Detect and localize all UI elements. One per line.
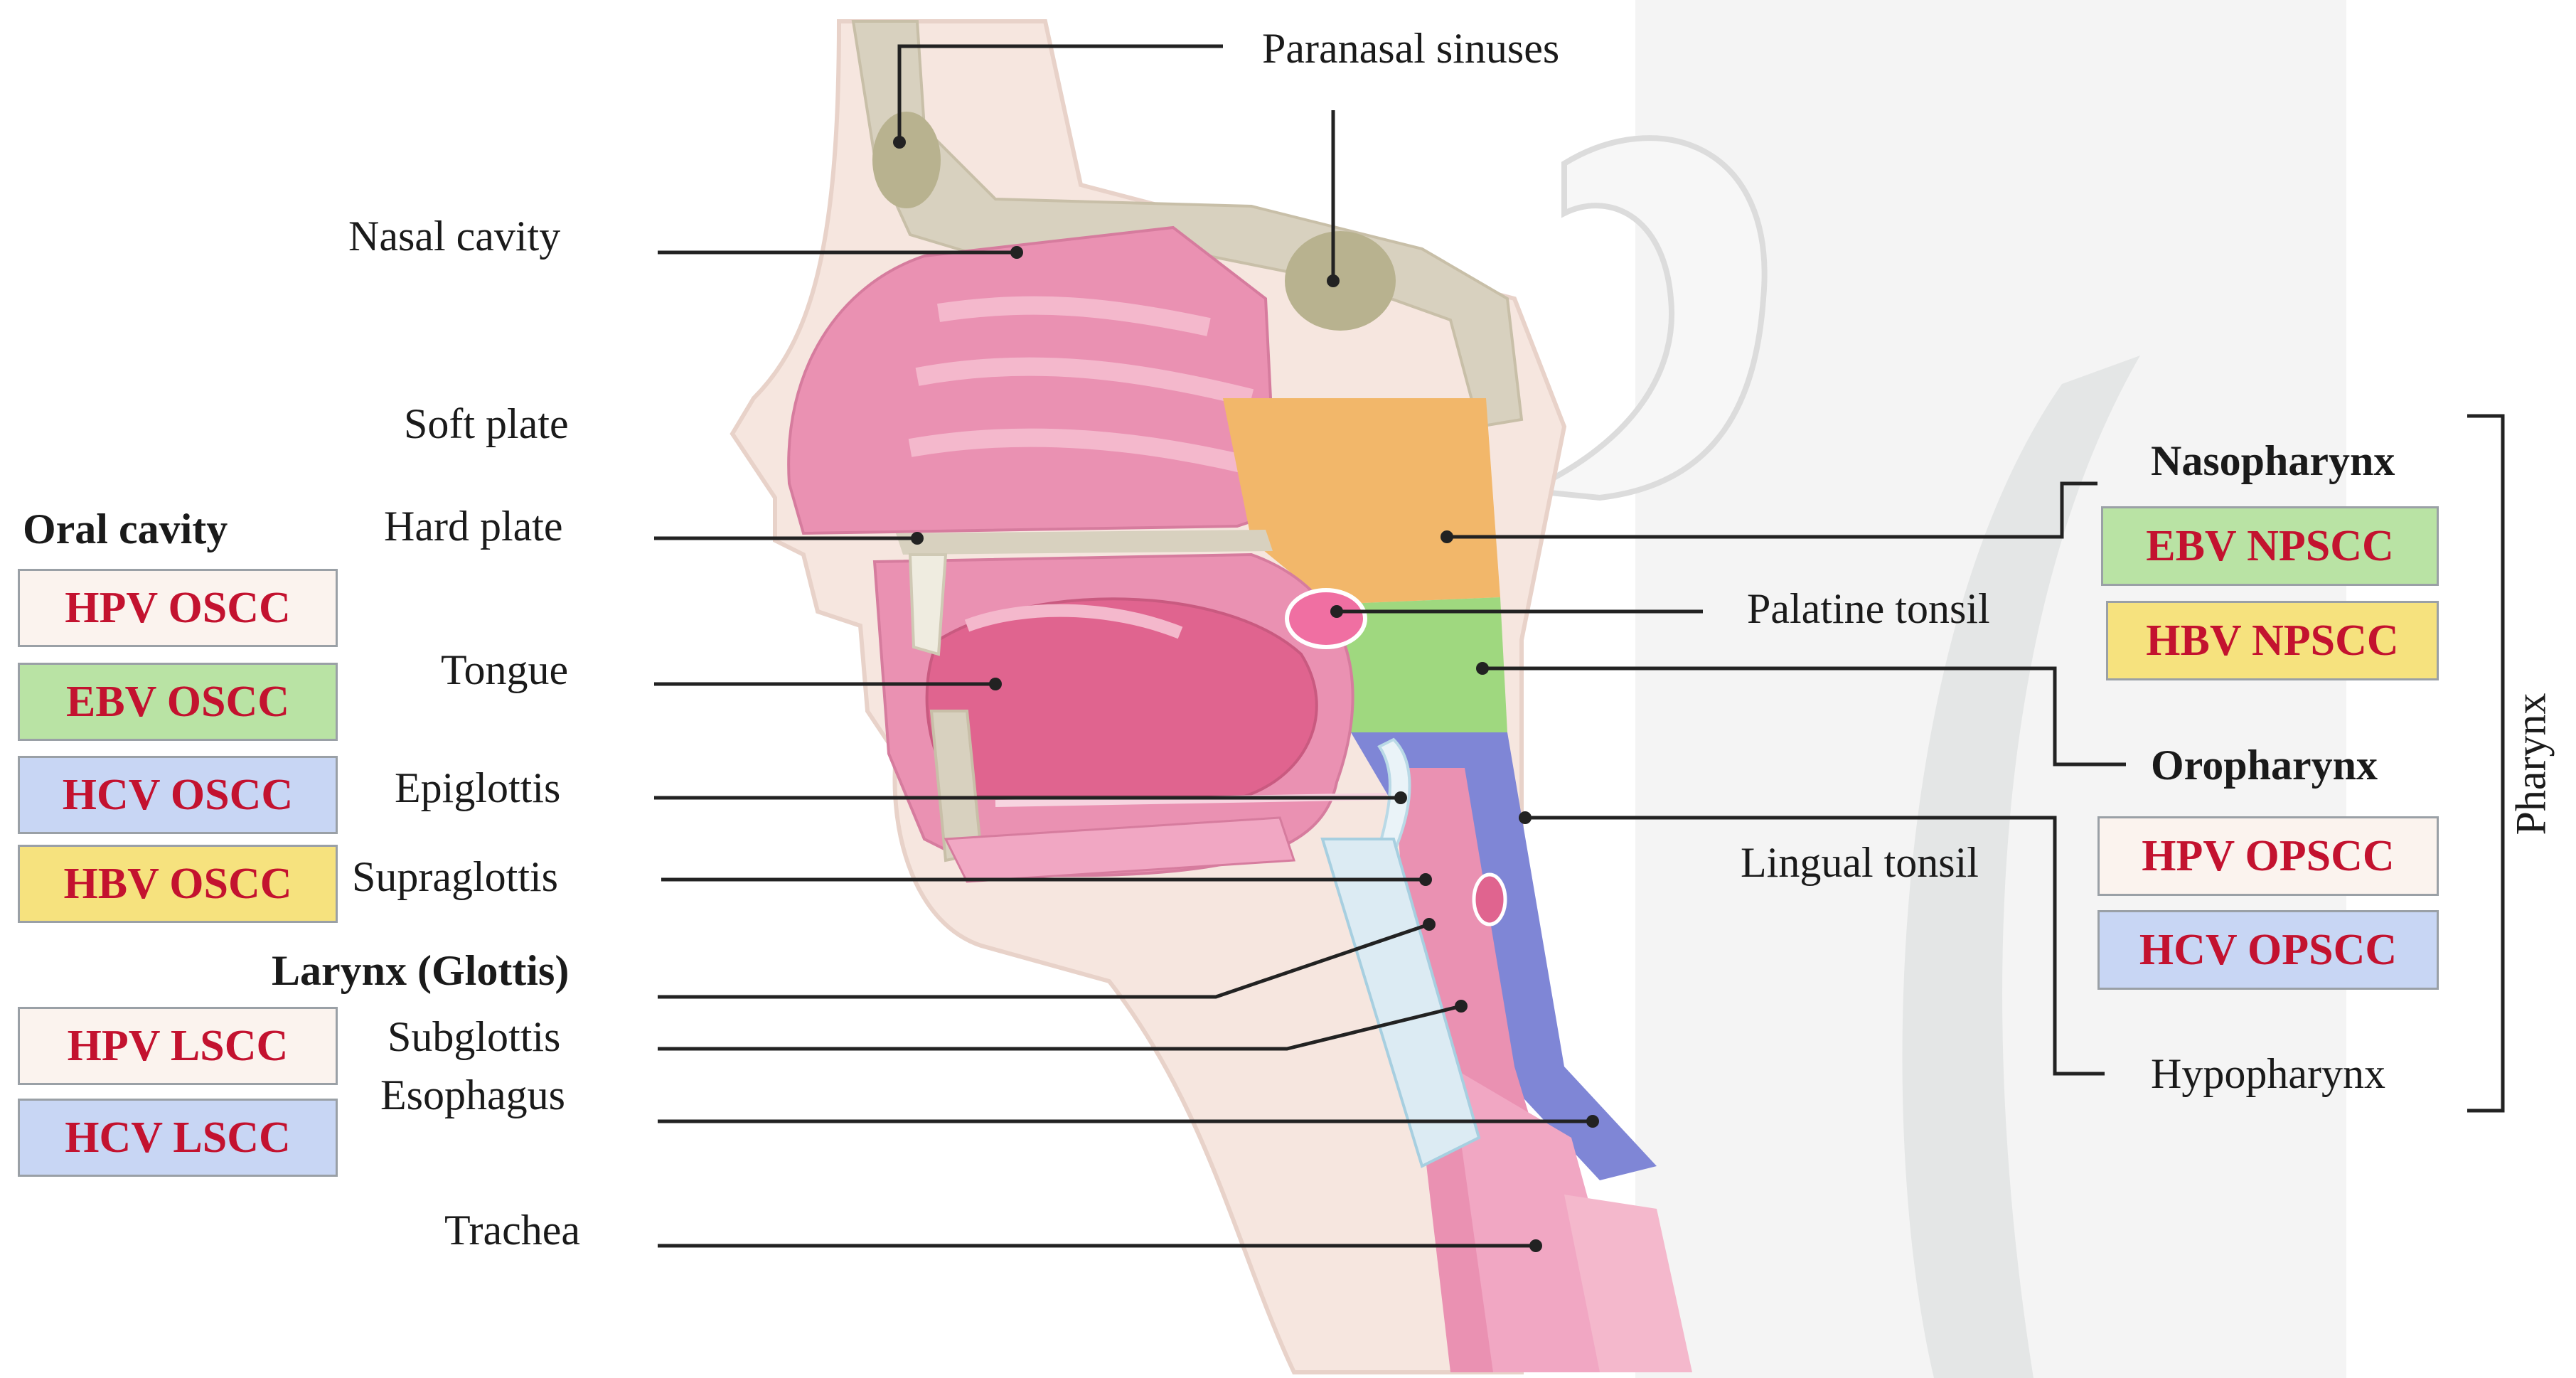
box-hpv-lscc: HPV LSCC <box>18 1007 338 1085</box>
sphenoid-sinus <box>1285 231 1396 331</box>
box-ebv-oscc: EBV OSCC <box>18 663 338 741</box>
lower-lip-tissue <box>944 816 1296 883</box>
label-lingual-tonsil: Lingual tonsil <box>1741 839 1979 886</box>
label-palatine-tonsil: Palatine tonsil <box>1747 585 1990 632</box>
label-hard-plate: Hard plate <box>384 503 563 550</box>
box-hbv-oscc: HBV OSCC <box>18 845 338 923</box>
label-nasopharynx: Nasopharynx <box>2151 437 2395 484</box>
skull-bone <box>851 20 1524 429</box>
label-tongue: Tongue <box>441 646 569 693</box>
label-oropharynx: Oropharynx <box>2151 742 2378 789</box>
box-ebv-npscc: EBV NPSCC <box>2101 506 2439 586</box>
frontal-sinus <box>872 112 941 208</box>
box-hpv-oscc: HPV OSCC <box>18 569 338 647</box>
box-hcv-oscc: HCV OSCC <box>18 756 338 834</box>
label-esophagus: Esophagus <box>380 1072 565 1118</box>
label-oral-cavity: Oral cavity <box>23 506 228 552</box>
neck-curve <box>1902 356 2140 1378</box>
box-hcv-lscc: HCV LSCC <box>18 1099 338 1177</box>
label-hypopharynx: Hypopharynx <box>2151 1050 2385 1097</box>
box-hbv-npscc: HBV NPSCC <box>2106 601 2439 680</box>
label-paranasal-sinuses: Paranasal sinuses <box>1262 25 1560 72</box>
label-epiglottis: Epiglottis <box>395 764 561 811</box>
airway <box>1320 838 1481 1168</box>
tongue-shape <box>925 597 1318 798</box>
leader-lines <box>654 44 2505 1248</box>
nasal-cavity-shape <box>787 225 1282 535</box>
label-soft-plate: Soft plate <box>404 400 569 447</box>
label-subglottis: Subglottis <box>388 1013 561 1060</box>
ear <box>1518 135 1768 501</box>
vocal-fold <box>1472 872 1507 926</box>
hard-palate <box>896 530 1273 555</box>
palatine-tonsil-shape <box>1285 588 1367 649</box>
box-hpv-opscc: HPV OPSCC <box>2097 816 2439 896</box>
nasopharynx-region <box>1223 398 1500 604</box>
oropharynx-region <box>1330 597 1507 732</box>
label-nasal-cavity: Nasal cavity <box>348 213 561 260</box>
leader-dots <box>893 136 1599 1252</box>
label-supraglottis: Supraglottis <box>352 853 559 900</box>
box-hcv-opscc: HCV OPSCC <box>2097 910 2439 990</box>
label-larynx: Larynx (Glottis) <box>272 947 570 994</box>
teeth-upper <box>908 553 948 656</box>
label-pharynx: Pharynx <box>2507 693 2555 835</box>
label-trachea: Trachea <box>444 1207 581 1254</box>
lower-pink <box>1564 1195 1692 1372</box>
